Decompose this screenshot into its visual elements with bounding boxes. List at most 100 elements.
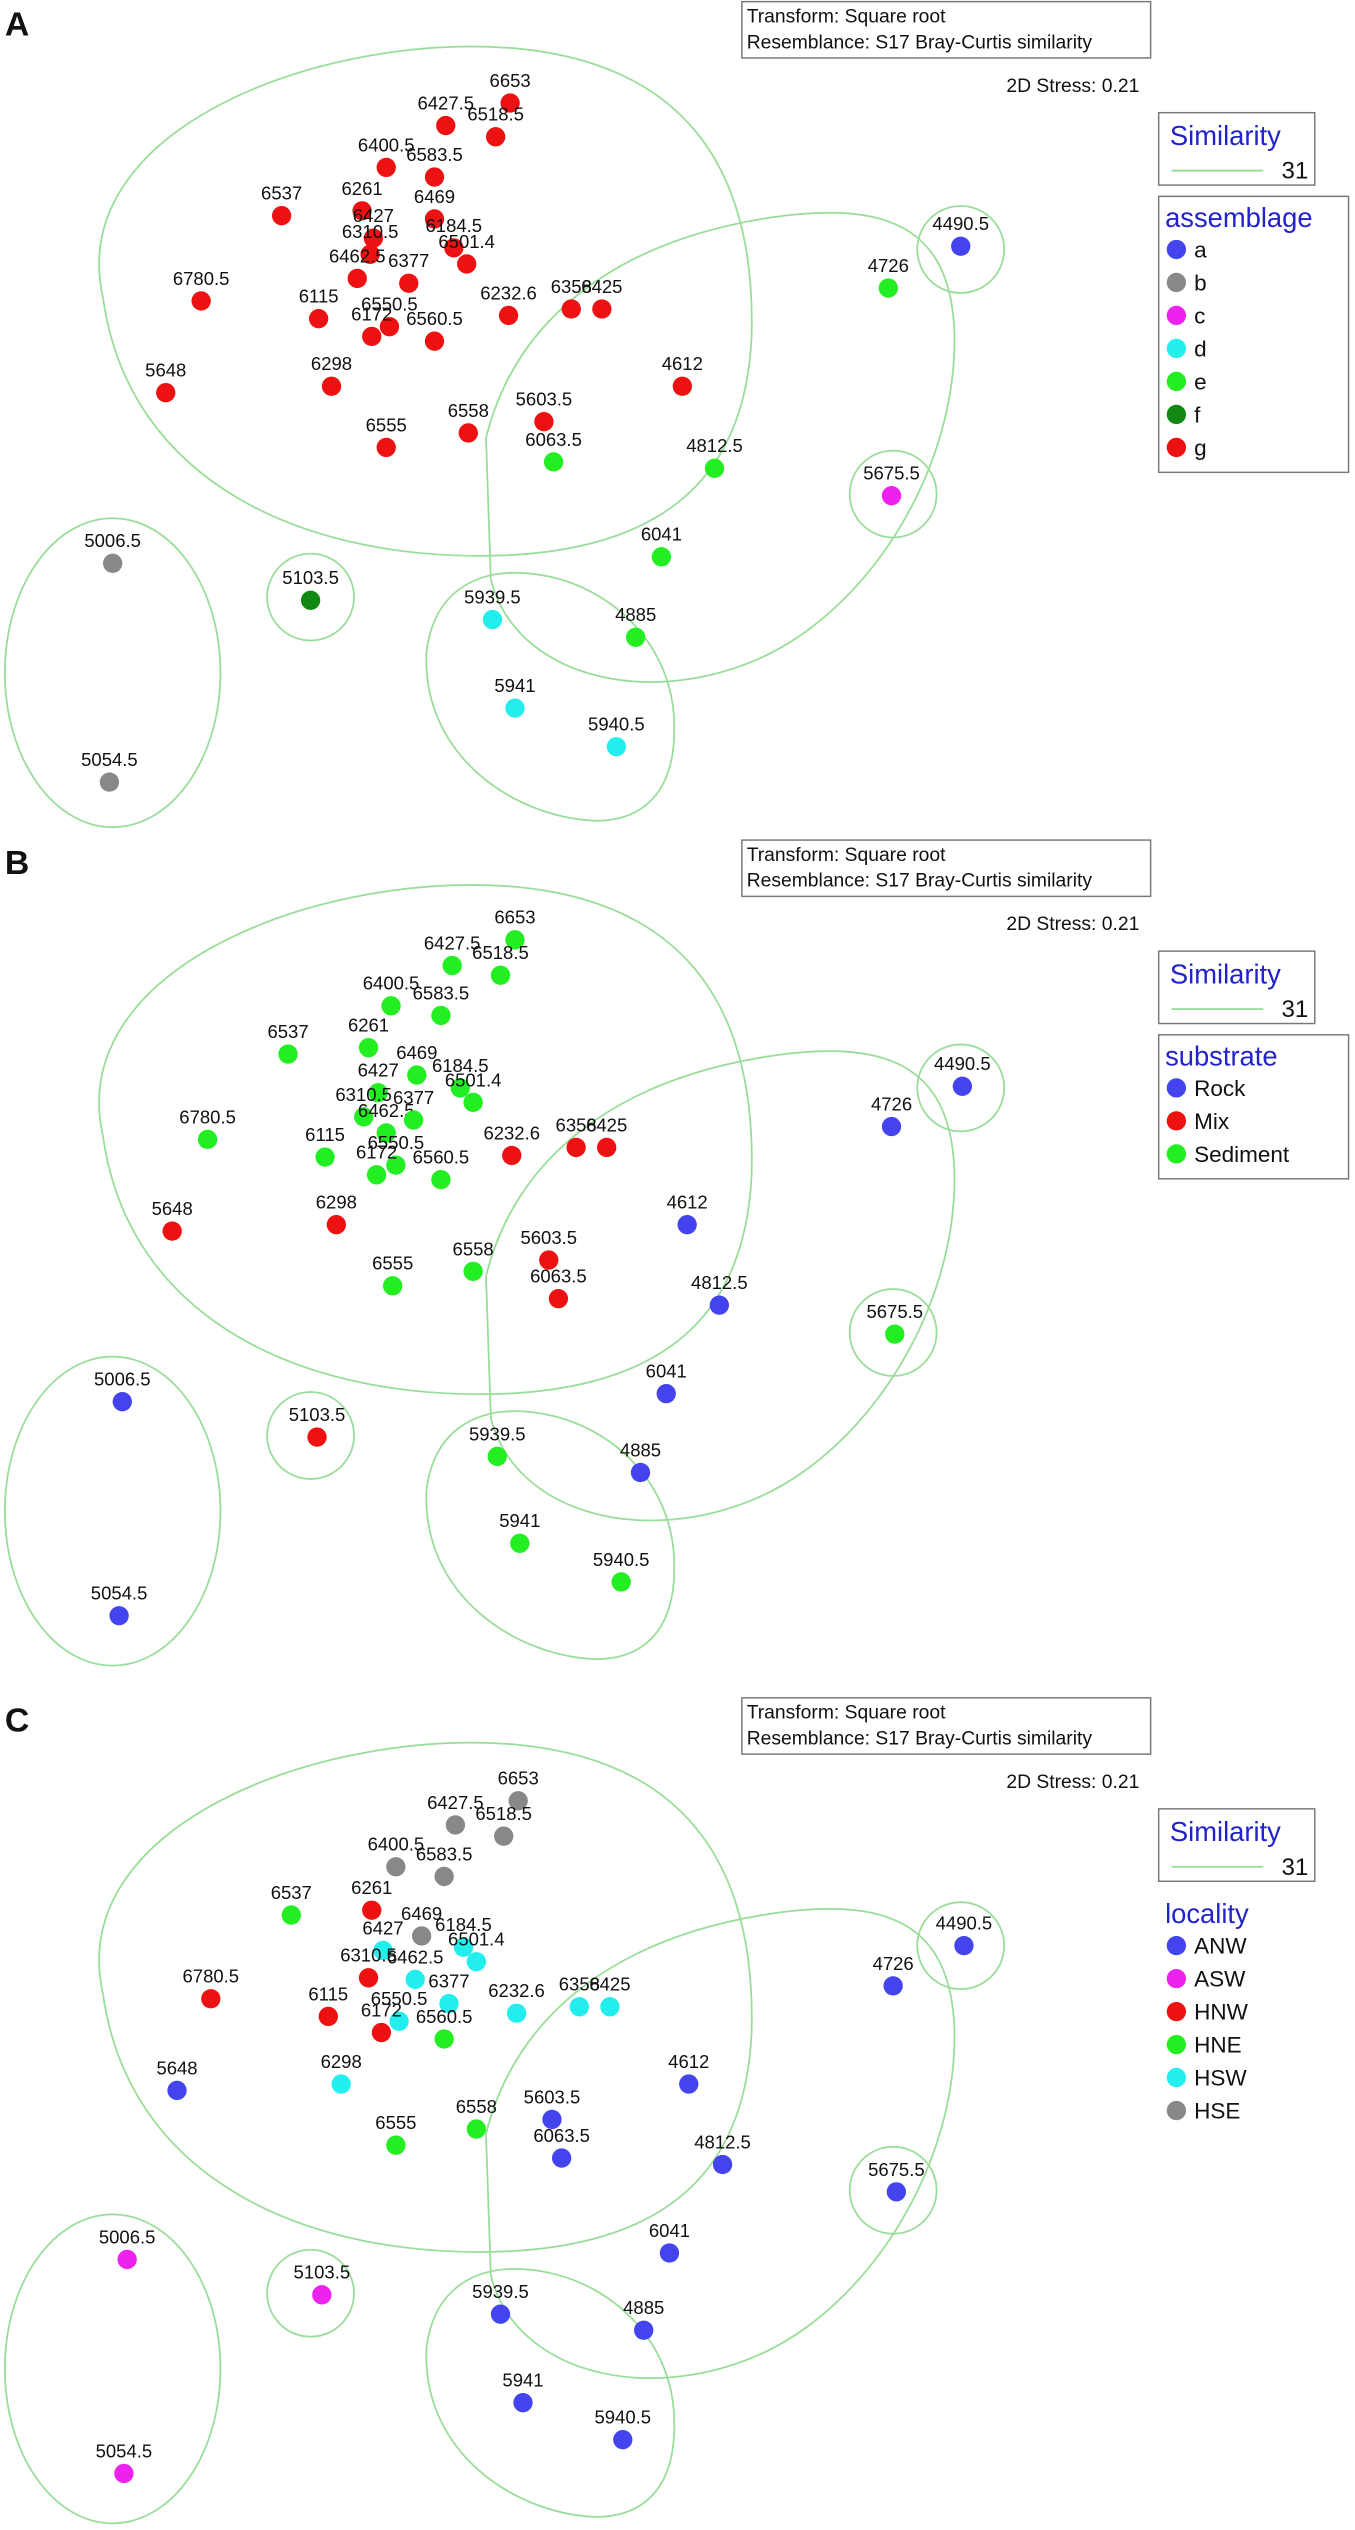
sample-point-6558 xyxy=(458,423,478,443)
sample-label: 6358 xyxy=(551,276,592,297)
sample-label: 6427 xyxy=(353,205,394,226)
info-line: Resemblance: S17 Bray-Curtis similarity xyxy=(747,871,1093,892)
sample-point-6310.5 xyxy=(354,1107,374,1127)
sample-label: 5103.5 xyxy=(294,2262,351,2283)
sample-point-4885 xyxy=(634,2320,654,2340)
sample-point-6780.5 xyxy=(197,1129,218,1150)
sample-label: 4812.5 xyxy=(694,2131,751,2152)
sample-point-5648 xyxy=(167,2080,187,2101)
sample-label: 5054.5 xyxy=(81,749,138,770)
info-line: Transform: Square root xyxy=(747,7,946,28)
sample-label: 4726 xyxy=(871,1093,912,1114)
sample-point-6232.6 xyxy=(498,305,519,326)
sample-label: 6063.5 xyxy=(530,1266,587,1287)
sample-point-4885 xyxy=(626,627,646,647)
sample-point-5941 xyxy=(505,698,525,718)
sample-point-6537 xyxy=(281,1905,301,1925)
sample-label: 6780.5 xyxy=(183,1966,240,1987)
sample-label: 6427 xyxy=(358,1060,399,1081)
sample-point-6063.5 xyxy=(551,2148,572,2168)
legend-label-HSE: HSE xyxy=(1194,2099,1240,2124)
sample-point-4812.5 xyxy=(712,2154,733,2175)
sample-point-6041 xyxy=(659,2243,680,2263)
sample-label: 6583.5 xyxy=(416,1843,473,1864)
sample-label: 6115 xyxy=(308,1983,348,2004)
similarity-legend-value: 31 xyxy=(1281,996,1308,1023)
legend-label-g: g xyxy=(1194,435,1207,460)
panel-label: A xyxy=(5,5,29,43)
sample-point-6115 xyxy=(308,309,329,329)
sample-label: 6115 xyxy=(299,286,339,307)
sample-label: 6172 xyxy=(351,303,392,324)
sample-label: 6232.6 xyxy=(488,1980,545,2001)
sample-point-5103.5 xyxy=(312,2285,332,2305)
info-box-frame xyxy=(741,1697,1152,1755)
sample-label: 6425 xyxy=(586,1114,627,1135)
sample-point-4612 xyxy=(679,2074,699,2094)
sample-label: 6427.5 xyxy=(427,1792,484,1813)
left-cluster-ellipse xyxy=(3,1355,222,1667)
sample-label: 4726 xyxy=(868,255,909,276)
sample-label: 5006.5 xyxy=(84,530,141,551)
sample-point-6462.5 xyxy=(405,1969,425,1990)
sample-point-6653 xyxy=(500,93,520,113)
sample-point-6425 xyxy=(592,299,612,319)
legend-marker-Rock xyxy=(1166,1078,1187,1098)
sample-label: 6425 xyxy=(589,1974,630,1995)
group-legend-frame xyxy=(1157,1034,1350,1180)
legend-marker-HSE xyxy=(1166,2100,1187,2121)
stress-label: 2D Stress: 0.21 xyxy=(1006,76,1139,97)
sample-label: 4490.5 xyxy=(932,213,989,234)
similarity-legend-frame xyxy=(1157,111,1316,186)
sample-point-6518.5 xyxy=(485,127,506,147)
small-cluster-4490 xyxy=(916,1043,1006,1133)
sample-label: 6653 xyxy=(490,70,531,91)
info-box-frame xyxy=(741,0,1152,59)
sample-label: 6310.5 xyxy=(340,1945,397,1966)
legend-marker-ASW xyxy=(1166,1968,1187,1989)
sample-label: 6469 xyxy=(414,186,455,207)
sample-label: 6184.5 xyxy=(426,215,483,236)
info-line: Resemblance: S17 Bray-Curtis similarity xyxy=(747,1728,1093,1749)
sample-label: 5603.5 xyxy=(524,2086,581,2107)
sample-label: 5054.5 xyxy=(91,1583,148,1604)
sample-point-6063.5 xyxy=(548,1289,569,1309)
sample-point-6261 xyxy=(362,1900,382,1920)
group-legend-frame xyxy=(1157,195,1350,474)
sample-point-5648 xyxy=(162,1221,182,1241)
sample-label: 5941 xyxy=(502,2370,543,2391)
legend-label-c: c xyxy=(1194,303,1205,328)
sample-point-5603.5 xyxy=(542,2109,562,2130)
similarity-legend-frame xyxy=(1157,1808,1316,1882)
sample-label: 6427 xyxy=(362,1917,403,1938)
sample-point-6583.5 xyxy=(434,1866,454,1887)
similarity-legend-value: 31 xyxy=(1281,1854,1308,1881)
sample-label: 6400.5 xyxy=(368,1834,425,1855)
sample-point-5006.5 xyxy=(102,553,123,573)
sample-label: 6041 xyxy=(649,2220,690,2241)
sample-label: 6298 xyxy=(311,353,352,374)
sample-point-5054.5 xyxy=(114,2463,134,2484)
group-legend-title: substrate xyxy=(1165,1040,1277,1071)
sample-label: 5603.5 xyxy=(516,389,573,410)
legend-marker-a xyxy=(1166,239,1187,260)
small-cluster-5103 xyxy=(266,2248,355,2338)
similarity-legend-title: Similarity xyxy=(1170,1816,1281,1847)
sample-point-6469 xyxy=(407,1065,427,1085)
sample-label: 4490.5 xyxy=(936,1913,993,1934)
legend-marker-ANW xyxy=(1166,1935,1187,1956)
sample-point-5941 xyxy=(513,2393,533,2413)
sample-label: 5675.5 xyxy=(866,1301,923,1322)
sample-point-6041 xyxy=(651,547,672,567)
sample-label: 6537 xyxy=(271,1882,312,1903)
sample-label: 6780.5 xyxy=(173,268,230,289)
sample-point-4490.5 xyxy=(951,236,971,256)
sample-point-6427 xyxy=(368,1083,388,1103)
stress-label: 2D Stress: 0.21 xyxy=(1006,914,1139,935)
sample-point-5939.5 xyxy=(482,609,503,630)
similarity-legend-title: Similarity xyxy=(1170,120,1281,151)
